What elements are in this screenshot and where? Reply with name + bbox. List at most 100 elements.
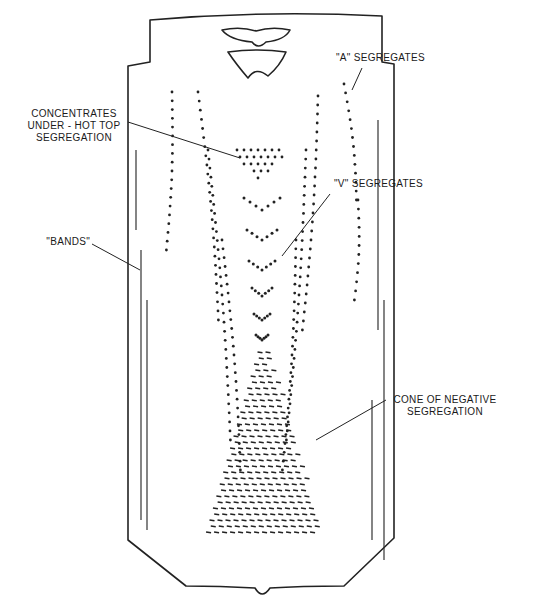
negative-segregation-mark bbox=[260, 381, 265, 383]
negative-segregation-mark bbox=[251, 441, 256, 443]
segregate-dot bbox=[229, 309, 232, 312]
segregate-dot bbox=[269, 313, 272, 316]
segregate-dot bbox=[221, 303, 224, 306]
segregate-dot bbox=[224, 339, 227, 342]
negative-segregation-mark bbox=[269, 423, 274, 425]
segregate-dot bbox=[170, 187, 173, 190]
negative-segregation-mark bbox=[237, 507, 242, 509]
segregate-dot bbox=[357, 199, 360, 202]
segregate-dot bbox=[296, 312, 299, 315]
negative-segregation-mark bbox=[281, 477, 286, 479]
negative-segregation-mark bbox=[273, 477, 278, 479]
segregate-dot bbox=[165, 249, 168, 252]
segregate-dot bbox=[217, 319, 220, 322]
segregate-dot bbox=[218, 257, 221, 260]
segregate-dot bbox=[236, 398, 239, 401]
negative-segregation-mark bbox=[280, 411, 285, 413]
segregate-dot bbox=[229, 439, 232, 442]
negative-segregation-mark bbox=[263, 369, 268, 371]
segregate-dot bbox=[214, 221, 217, 224]
negative-segregation-mark bbox=[234, 501, 239, 503]
segregate-dot bbox=[224, 265, 227, 268]
negative-segregation-mark bbox=[274, 501, 279, 503]
negative-segregation-mark bbox=[289, 477, 294, 479]
segregate-dot bbox=[316, 122, 319, 125]
negative-segregation-mark bbox=[298, 519, 303, 521]
segregate-dot bbox=[314, 176, 317, 179]
negative-segregation-mark bbox=[241, 477, 246, 479]
negative-segregation-mark bbox=[206, 531, 211, 533]
negative-segregation-mark bbox=[262, 513, 267, 515]
segregate-dot bbox=[294, 348, 297, 351]
negative-segregation-mark bbox=[235, 441, 240, 443]
segregate-dot bbox=[299, 276, 302, 279]
segregate-dot bbox=[220, 285, 223, 288]
negative-segregation-mark bbox=[255, 471, 260, 473]
negative-segregation-mark bbox=[267, 357, 272, 359]
segregate-dot bbox=[266, 235, 269, 238]
negative-segregation-mark bbox=[268, 465, 273, 467]
segregate-dot bbox=[257, 177, 260, 180]
negative-segregation-mark bbox=[268, 483, 273, 485]
segregate-dot bbox=[350, 127, 353, 130]
negative-segregation-mark bbox=[262, 531, 267, 533]
negative-segregation-mark bbox=[269, 507, 274, 509]
segregate-dot bbox=[264, 163, 267, 166]
segregate-dot bbox=[353, 299, 356, 302]
segregate-dot bbox=[217, 248, 220, 251]
segregate-dot bbox=[349, 118, 352, 121]
segregate-dot bbox=[283, 451, 286, 454]
negative-segregation-mark bbox=[278, 429, 283, 431]
segregate-dot bbox=[261, 319, 264, 322]
segregate-dot bbox=[228, 301, 231, 304]
negative-segregation-mark bbox=[211, 525, 216, 527]
segregate-dot bbox=[304, 302, 307, 305]
segregate-dot bbox=[257, 163, 260, 166]
segregate-dot bbox=[356, 271, 359, 274]
negative-segregation-mark bbox=[260, 483, 265, 485]
negative-segregation-mark bbox=[296, 495, 301, 497]
segregate-dot bbox=[302, 320, 305, 323]
segregate-dot bbox=[213, 246, 216, 249]
segregate-dot bbox=[314, 167, 317, 170]
negative-segregation-mark bbox=[297, 477, 302, 479]
segregate-dot bbox=[238, 451, 241, 454]
segregate-dot bbox=[271, 163, 274, 166]
negative-segregation-mark bbox=[262, 363, 267, 365]
negative-segregation-mark bbox=[238, 429, 243, 431]
segregate-dot bbox=[223, 330, 226, 333]
negative-segregation-mark bbox=[271, 387, 276, 389]
negative-segregation-mark bbox=[259, 459, 264, 461]
segregate-dot bbox=[170, 178, 173, 181]
segregate-dot bbox=[271, 149, 274, 152]
negative-segregation-mark bbox=[222, 513, 227, 515]
segregate-dot bbox=[358, 235, 361, 238]
segregate-dot bbox=[212, 237, 215, 240]
segregate-dot bbox=[171, 91, 174, 94]
segregate-dot bbox=[267, 205, 270, 208]
segregate-dot bbox=[289, 393, 292, 396]
negative-segregation-mark bbox=[277, 507, 282, 509]
ingot-outline bbox=[128, 14, 394, 594]
segregate-dot bbox=[274, 156, 277, 159]
negative-segregation-mark bbox=[290, 501, 295, 503]
negative-segregation-mark bbox=[259, 525, 264, 527]
negative-segregation-mark bbox=[248, 411, 253, 413]
negative-segregation-mark bbox=[219, 525, 224, 527]
negative-segregation-mark bbox=[294, 531, 299, 533]
negative-segregation-mark bbox=[247, 453, 252, 455]
negative-segregation-mark bbox=[263, 471, 268, 473]
negative-segregation-mark bbox=[258, 351, 263, 353]
segregate-dot bbox=[269, 263, 272, 266]
negative-segregation-mark bbox=[225, 477, 230, 479]
negative-segregation-mark bbox=[282, 435, 287, 437]
segregate-dot bbox=[207, 182, 210, 185]
segregate-dot bbox=[287, 407, 290, 410]
segregate-dot bbox=[212, 203, 215, 206]
band-line bbox=[377, 120, 378, 330]
segregate-dot bbox=[166, 240, 169, 243]
negative-segregation-mark bbox=[292, 465, 297, 467]
negative-segregation-mark bbox=[214, 513, 219, 515]
segregate-dot bbox=[261, 209, 264, 212]
